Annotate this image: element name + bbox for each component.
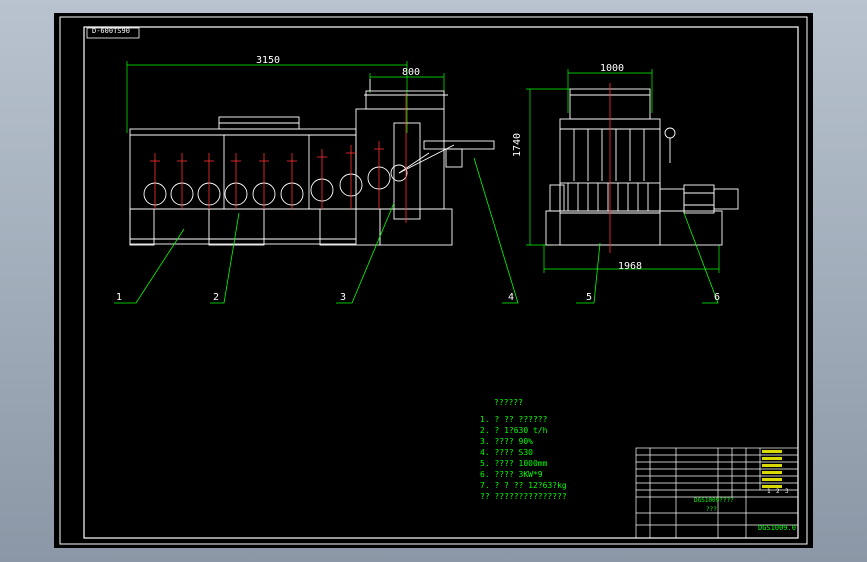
callout-5: 5: [586, 292, 593, 303]
notes-title: ??????: [494, 398, 523, 407]
title-digit-2: 2: [776, 488, 780, 495]
drawing-sheet[interactable]: D-600TS90 3150 800 1000 1740 1968 1 2 3 …: [54, 13, 813, 548]
dim-front-width: 3150: [256, 55, 281, 66]
roller-row: [143, 166, 391, 206]
dim-side-top: 1000: [600, 63, 625, 74]
note-5: 5. ???? 1000mm: [480, 459, 548, 468]
title-mid-text: ???: [706, 506, 717, 513]
note-6: 6. ???? 3KW*9: [480, 470, 543, 479]
outer-frame: [59, 16, 808, 545]
callout-4: 4: [508, 292, 515, 303]
drawing-code: D-600TS90: [92, 27, 130, 35]
note-2: 2. ? 1?630 t/h: [480, 426, 548, 435]
technical-notes: ?????? 1. ? ?? ?????? 2. ? 1?630 t/h 3. …: [480, 397, 567, 502]
inner-frame: [83, 26, 799, 539]
code-box: [86, 27, 140, 39]
callout-2: 2: [213, 292, 220, 303]
dim-front-hopper: 800: [402, 67, 421, 78]
callout-3: 3: [340, 292, 347, 303]
side-view: [526, 69, 739, 273]
dim-side-height: 1740: [512, 132, 523, 157]
title-block: [635, 447, 799, 539]
dim-side-width: 1968: [618, 261, 643, 272]
front-view: [126, 61, 495, 246]
note-3: 3. ???? 90%: [480, 437, 533, 446]
title-digit-3: 3: [785, 488, 789, 495]
callout-leaders: [114, 157, 719, 304]
callout-6: 6: [714, 292, 721, 303]
center-marks: [150, 93, 407, 223]
note-7: 7. ? ? ?? 12?63?kg: [480, 481, 567, 490]
drawing-canvas: [59, 16, 808, 545]
title-digit-1: 1: [767, 488, 771, 495]
note-8: ?? ???????????????: [480, 492, 567, 501]
note-1: 1. ? ?? ??????: [480, 415, 548, 424]
title-code-upper: DGS1009????: [694, 497, 734, 504]
title-code-lower: DGS1009.0: [758, 524, 796, 532]
title-highlights: [762, 450, 782, 488]
note-4: 4. ???? S30: [480, 448, 533, 457]
callout-1: 1: [116, 292, 123, 303]
